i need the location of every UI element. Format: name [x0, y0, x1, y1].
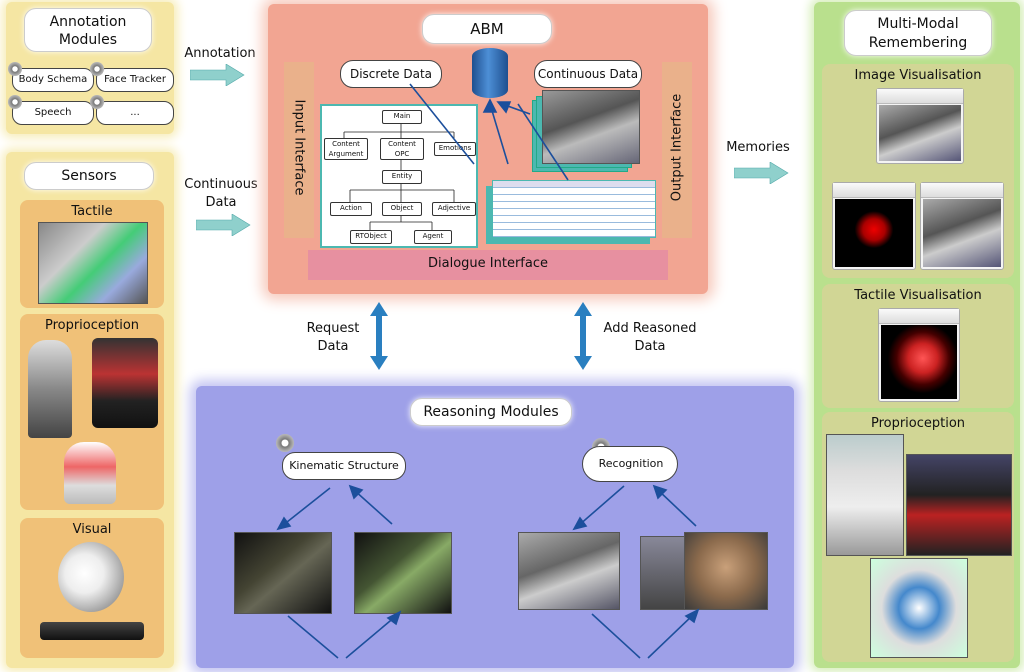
proprioception-label: Proprioception — [44, 318, 140, 333]
tree-node-adjective: Adjective — [432, 202, 476, 216]
reasoning-arrows — [276, 484, 700, 659]
tree-node-rtobject: RTObject — [350, 230, 392, 244]
dialogue-interface-bar: Dialogue Interface — [308, 250, 668, 280]
discrete-data-pill: Discrete Data — [340, 60, 442, 88]
more-modules-pill: ... — [96, 101, 174, 125]
request-data-arrow — [370, 302, 388, 370]
gear-icon — [90, 95, 104, 109]
gear-icon — [90, 62, 104, 76]
sensors-title: Sensors — [24, 162, 154, 190]
output-interface-bar: Output Interface — [662, 62, 692, 238]
annotation-arrow-label: Annotation — [184, 46, 256, 61]
recognition-photo-1 — [518, 532, 620, 610]
nao-robot-photo — [64, 442, 116, 504]
request-data-label: Request Data — [306, 321, 360, 354]
continuous-image-stack — [532, 90, 642, 176]
tactile-visualisation-label: Tactile Visualisation — [854, 288, 982, 303]
database-icon — [472, 48, 508, 98]
kinematic-hand-photo-1 — [234, 532, 332, 614]
speech-pill: Speech — [12, 101, 94, 125]
kinematic-structure-pill: Kinematic Structure — [282, 452, 406, 480]
memories-arrow-label: Memories — [726, 140, 790, 155]
icub-robot-photo — [28, 340, 72, 438]
recognition-face-photo — [684, 532, 768, 610]
tactile-label: Tactile — [71, 204, 113, 219]
opc-tree-diagram: Main Content Argument Content OPC Emotio… — [320, 104, 478, 248]
image-visualisation-label: Image Visualisation — [854, 68, 982, 83]
tree-node-entity: Entity — [382, 170, 422, 184]
continuous-data-arrow-label: Continuous Data — [184, 177, 258, 210]
tree-connectors — [343, 122, 455, 230]
tree-node-object: Object — [382, 202, 422, 216]
remembering-panel: Multi-Modal Remembering Image Visualisat… — [814, 2, 1020, 668]
recognition-label: Recognition — [598, 457, 664, 470]
tree-node-agent: Agent — [414, 230, 452, 244]
icub-head-photo — [58, 542, 124, 612]
discrete-table-stack — [486, 180, 658, 246]
memories-arrow — [734, 162, 789, 184]
remembering-title: Multi-Modal Remembering — [844, 10, 992, 56]
tactile-section: Tactile — [20, 200, 164, 308]
add-reasoned-data-arrow — [574, 302, 592, 370]
gear-icon — [8, 95, 22, 109]
annotation-modules-title: Annotation Modules — [24, 8, 152, 52]
image-vis-window-2 — [832, 182, 916, 270]
icub-simulation-image — [826, 434, 904, 556]
recognition-cloud: Recognition — [582, 446, 678, 482]
nao-simulation-image — [870, 558, 968, 658]
discrete-data-table — [492, 180, 656, 238]
baxter-robot-photo — [92, 338, 158, 428]
abm-panel: ABM Discrete Data Continuous Data Input … — [268, 4, 708, 294]
abm-db-connectors — [409, 83, 569, 181]
image-visualisation-section: Image Visualisation — [822, 64, 1014, 278]
recognition-photo-2 — [640, 536, 686, 610]
baxter-simulation-image — [906, 454, 1012, 556]
face-tracker-pill: Face Tracker — [96, 68, 174, 92]
tree-node-main: Main — [382, 110, 422, 124]
tree-node-content-argument: Content Argument — [324, 138, 368, 160]
tree-node-content-opc: Content OPC — [380, 138, 424, 160]
proprioception-vis-label: Proprioception — [870, 416, 966, 431]
continuous-data-arrow — [196, 214, 251, 236]
image-vis-window-3 — [920, 182, 1004, 270]
dialogue-interface-label: Dialogue Interface — [428, 256, 548, 271]
reasoning-modules-panel: Reasoning Modules Kinematic Structure Re… — [196, 386, 794, 668]
tactile-visualisation-section: Tactile Visualisation — [822, 284, 1014, 408]
tree-node-action: Action — [330, 202, 372, 216]
tactile-vis-window — [878, 308, 960, 402]
kinematic-hand-photo-2 — [354, 532, 452, 614]
gear-icon — [276, 434, 294, 452]
annotation-arrow — [190, 64, 245, 86]
gear-icon — [8, 62, 22, 76]
kinect-photo — [40, 622, 144, 640]
continuous-image-photo — [542, 90, 640, 164]
add-reasoned-data-label: Add Reasoned Data — [603, 321, 697, 354]
proprioception-vis-section: Proprioception — [822, 412, 1014, 662]
tactile-sensor-photo — [38, 222, 148, 304]
visual-label: Visual — [72, 522, 112, 537]
continuous-data-pill: Continuous Data — [534, 60, 642, 88]
annotation-modules-panel: Annotation Modules Body Schema Face Trac… — [6, 2, 174, 134]
body-schema-pill: Body Schema — [12, 68, 94, 92]
visual-section: Visual — [20, 518, 164, 658]
sensors-panel: Sensors Tactile Proprioception Visual — [6, 152, 174, 668]
abm-title: ABM — [422, 14, 552, 44]
image-vis-window-1 — [876, 88, 964, 164]
reasoning-modules-title: Reasoning Modules — [410, 398, 572, 426]
proprioception-section: Proprioception — [20, 314, 164, 510]
input-interface-bar: Input Interface — [284, 62, 314, 238]
